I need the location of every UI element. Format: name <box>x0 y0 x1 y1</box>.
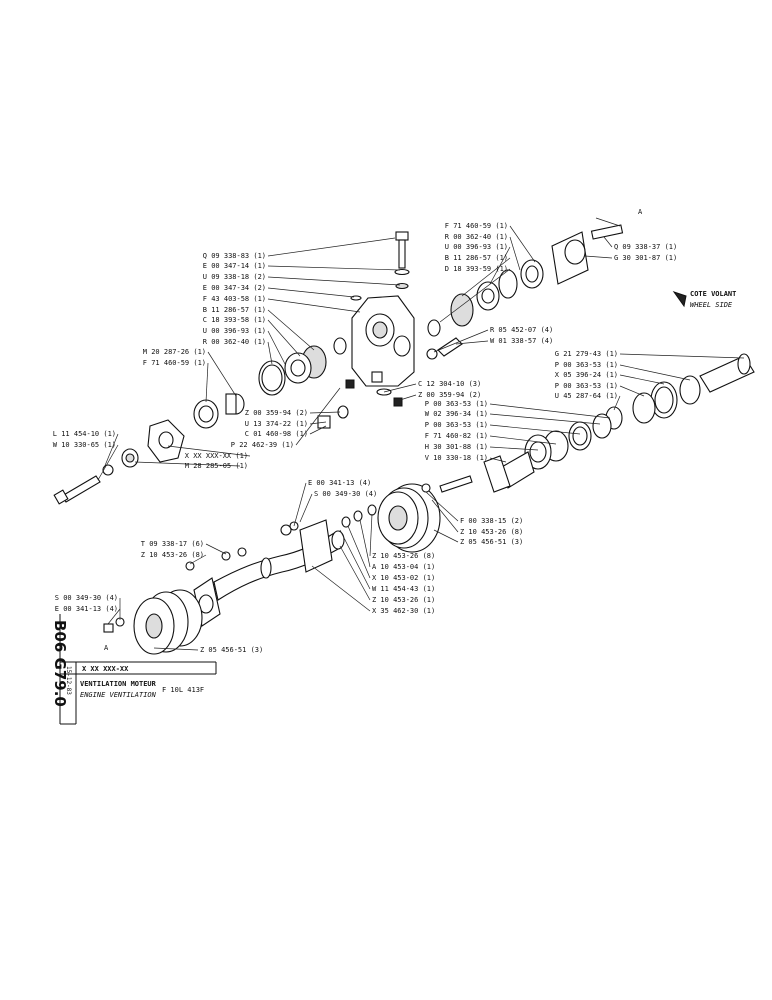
part-label: W 02 396-34 (1) <box>425 410 488 418</box>
leader-lines <box>97 217 745 651</box>
part-label: Z 10 453-26 (8) <box>372 552 435 560</box>
parts-drawing <box>53 224 755 655</box>
part-label: U 00 396-93 (1) <box>203 327 266 335</box>
part-label: F 71 460-82 (1) <box>425 432 488 440</box>
gearbox-housing <box>351 295 415 387</box>
part-label: U 09 338-18 (2) <box>203 273 266 281</box>
left-flange-assembly <box>53 419 185 505</box>
top-bolt <box>350 231 410 301</box>
part-label: F 71 460-59 (1) <box>143 359 206 367</box>
part-label: F 00 338-15 (2) <box>460 517 523 525</box>
part-label: W 01 338-57 (4) <box>490 337 553 345</box>
part-label: Z 05 456-51 (3) <box>200 646 263 654</box>
part-label: B 11 286-57 (1) <box>445 254 508 262</box>
left-pulley <box>103 547 247 655</box>
part-label: U 13 374-22 (1) <box>245 420 308 428</box>
part-label: S 00 349-30 (4) <box>314 490 377 498</box>
part-labels: Q 09 338-83 (1) E 00 347-14 (1) U 09 338-1… <box>53 222 677 654</box>
part-label: Z 10 453-26 (8) <box>141 551 204 559</box>
part-label: E 00 341-13 (4) <box>55 605 118 613</box>
part-label: G 21 279-43 (1) <box>555 350 618 358</box>
part-label: U 45 287-64 (1) <box>555 392 618 400</box>
marker-a-top: A <box>638 208 643 216</box>
part-label: Q 09 338-37 (1) <box>614 243 677 251</box>
part-label: E 00 341-13 (4) <box>308 479 371 487</box>
ventilation-duct <box>213 519 345 601</box>
part-label: X XX XXX-XX (1) <box>185 452 248 460</box>
part-label: P 22 462-39 (1) <box>231 441 294 449</box>
part-label: U 00 396-93 (1) <box>445 243 508 251</box>
part-label: E 00 347-34 (2) <box>203 284 266 292</box>
title-en: ENGINE VENTILATION <box>80 691 157 699</box>
part-label: Z 10 453-26 (1) <box>372 596 435 604</box>
part-label: P 00 363-53 (1) <box>555 361 618 369</box>
part-label: C 12 304-10 (3) <box>418 380 481 388</box>
part-label: W 10 330-65 (1) <box>53 441 116 449</box>
side-label-fr: COTE VOLANT <box>690 290 736 298</box>
part-label: Z 00 359-94 (2) <box>245 409 308 417</box>
part-label: X 35 462-30 (1) <box>372 607 435 615</box>
part-label: P 00 363-53 (1) <box>425 421 488 429</box>
part-label: B 11 286-57 (1) <box>203 306 266 314</box>
part-label: T 09 338-17 (6) <box>141 540 204 548</box>
part-label: L 11 454-10 (1) <box>53 430 116 438</box>
part-label: X 05 396-24 (1) <box>555 371 618 379</box>
part-label: W 11 454-43 (1) <box>372 585 435 593</box>
marker-a-bottom: A <box>104 644 109 652</box>
title-block: B06 G79.0 15-12-83 X XX XXX-XX VENTILATI… <box>51 614 217 725</box>
part-label: R 05 452-07 (4) <box>490 326 553 334</box>
part-label: Z 10 453-26 (8) <box>460 528 523 536</box>
part-label: M 20 287-26 (1) <box>143 348 206 356</box>
part-label: C 01 460-98 (1) <box>245 430 308 438</box>
part-label: P 00 363-53 (1) <box>555 382 618 390</box>
part-label: A 10 453-04 (1) <box>372 563 435 571</box>
reference-number: X XX XXX-XX <box>82 665 129 673</box>
model-number: F 10L 413F <box>162 686 204 694</box>
part-label: G 30 301-87 (1) <box>614 254 677 262</box>
part-label: Z 00 359-94 (2) <box>418 391 481 399</box>
part-label: E 00 347-14 (1) <box>203 262 266 270</box>
title-fr: VENTILATION MOTEUR <box>80 680 157 688</box>
part-label: P 00 363-53 (1) <box>425 400 488 408</box>
part-label: R 00 362-40 (1) <box>203 338 266 346</box>
wheel-side-arrow-icon <box>672 291 687 308</box>
part-label: D 18 393-59 (1) <box>445 265 508 273</box>
part-label: R 00 362-40 (1) <box>445 233 508 241</box>
wheel-side-shaft <box>439 353 755 493</box>
part-label: C 18 393-58 (1) <box>203 316 266 324</box>
right-pulley <box>341 483 441 553</box>
sheet-date: 15-12-83 <box>65 666 72 695</box>
left-gear-stack <box>193 337 347 429</box>
part-label: X 10 453-02 (1) <box>372 574 435 582</box>
part-label: F 71 460-59 (1) <box>445 222 508 230</box>
right-gear-stack <box>427 224 624 337</box>
part-label: M 28 285-05 (1) <box>185 462 248 470</box>
part-label: Q 09 338-83 (1) <box>203 252 266 260</box>
part-label: V 10 330-18 (1) <box>425 454 488 462</box>
part-label: H 30 301-88 (1) <box>425 443 488 451</box>
side-label-en: WHEEL SIDE <box>690 301 733 309</box>
sheet-code: B06 G79.0 <box>51 620 69 707</box>
part-label: F 43 403-58 (1) <box>203 295 266 303</box>
part-label: S 00 349-30 (4) <box>55 594 118 602</box>
part-label: Z 05 456-51 (3) <box>460 538 523 546</box>
